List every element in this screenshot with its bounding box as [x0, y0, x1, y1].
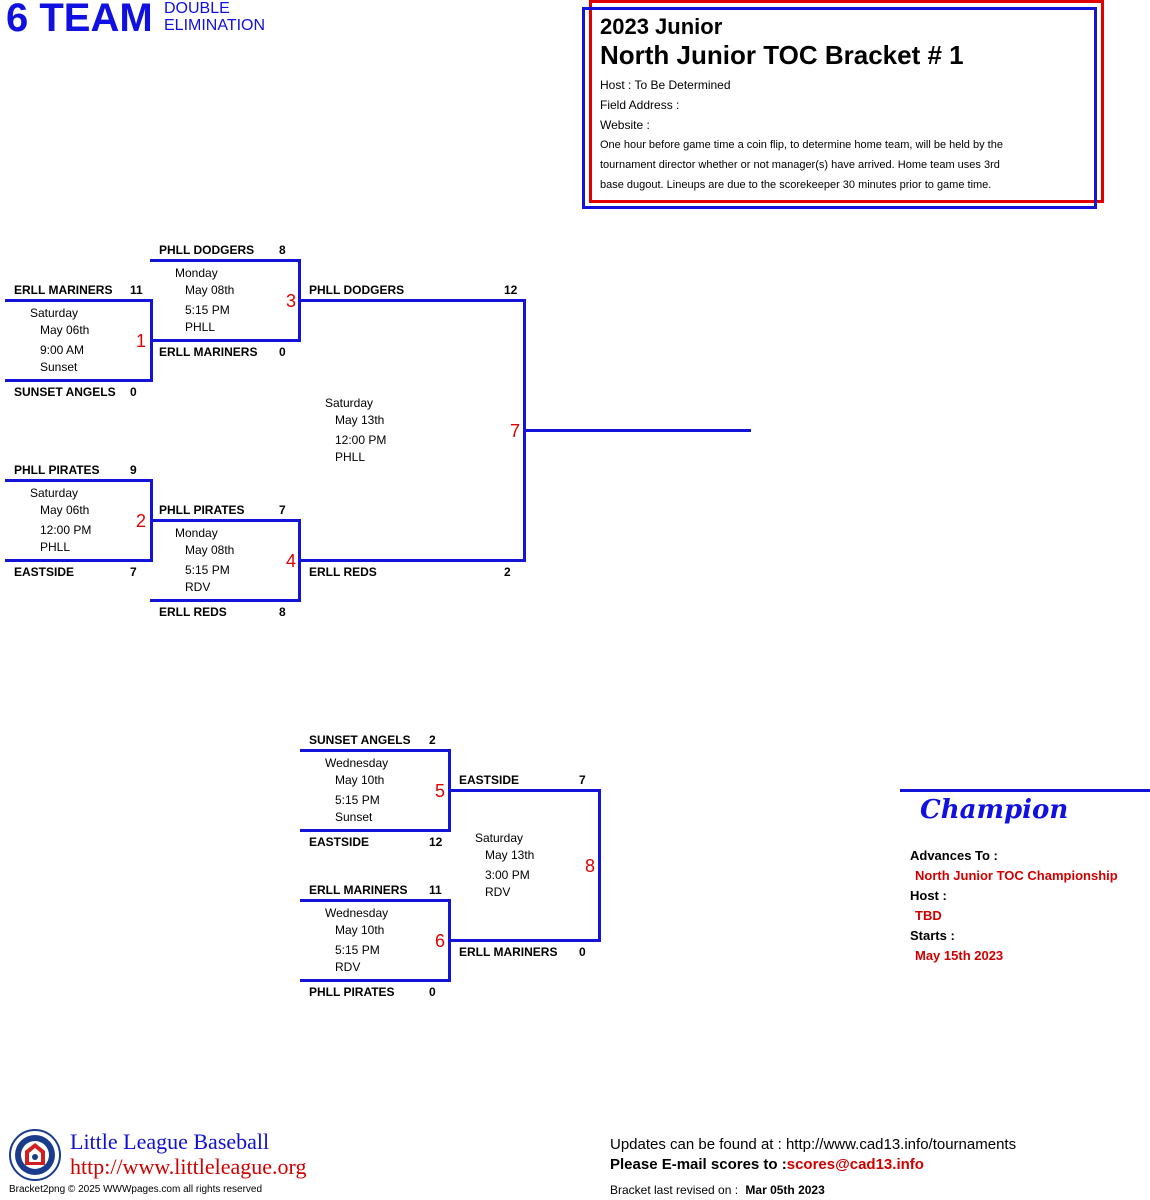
- rules-note-1: One hour before game time a coin flip, t…: [600, 139, 1003, 151]
- tournament-year: 2023 Junior: [600, 14, 723, 39]
- website-line: Website :: [600, 118, 650, 132]
- starts-value: May 15th 2023: [915, 948, 1004, 963]
- info-box-blue-border: [582, 7, 1097, 209]
- revised-label: Bracket last revised on :: [610, 1183, 739, 1197]
- game-3-top-score: 8: [279, 243, 286, 257]
- game-4-top-team: PHLL PIRATES: [159, 503, 245, 517]
- game-6-number: 6: [435, 931, 446, 951]
- little-league-url[interactable]: http://www.littleleague.org: [70, 1154, 307, 1179]
- game-6-top-team: ERLL MARINERS: [309, 883, 408, 897]
- copyright-notice: Bracket2png © 2025 WWWpages.com all righ…: [9, 1184, 263, 1195]
- champion-title: Champion: [920, 795, 1069, 825]
- game-3-details: Monday May 08th 5:15 PM PHLL: [175, 266, 235, 334]
- game-6-bottom-team: PHLL PIRATES: [309, 985, 395, 999]
- game-5-details: Wednesday May 10th 5:15 PM Sunset: [325, 756, 389, 824]
- game-6-bottom-score: 0: [429, 985, 436, 999]
- game-5-number: 5: [435, 781, 446, 801]
- game-8-top-team: EASTSIDE: [459, 773, 520, 787]
- game-1-bottom-score: 0: [130, 385, 137, 399]
- game-5-top-score: 2: [429, 733, 436, 747]
- game-4-number: 4: [286, 551, 297, 571]
- game-5-bottom-score: 12: [429, 835, 443, 849]
- advances-to-value: North Junior TOC Championship: [915, 868, 1118, 883]
- game-7-bottom-score: 2: [504, 565, 511, 579]
- bracket-type-subtitle-2: ELIMINATION: [164, 17, 266, 34]
- game-3-bottom-team: ERLL MARINERS: [159, 345, 258, 359]
- game-8-number: 8: [585, 856, 596, 876]
- game-2-bottom-score: 7: [130, 565, 137, 579]
- game-8-bottom-team: ERLL MARINERS: [459, 945, 558, 959]
- game-8-bottom-score: 0: [579, 945, 586, 959]
- game-3-number: 3: [286, 291, 297, 311]
- game-1-top-score: 11: [130, 283, 143, 297]
- bracket-type-subtitle-1: DOUBLE: [164, 0, 230, 17]
- bracket-type-title: 6 TEAM: [6, 0, 153, 40]
- little-league-name: Little League Baseball: [70, 1129, 270, 1154]
- game-8-top-score: 7: [579, 773, 586, 787]
- game-6-details: Wednesday May 10th 5:15 PM RDV: [325, 906, 389, 974]
- game-3-top-team: PHLL DODGERS: [159, 243, 255, 257]
- rules-note-3: base dugout. Lineups are due to the scor…: [600, 179, 992, 191]
- game-1-number: 1: [136, 331, 147, 351]
- game-7-details: Saturday May 13th 12:00 PM PHLL: [325, 396, 387, 464]
- game-1-top-team: ERLL MARINERS: [14, 283, 113, 297]
- advances-to-label: Advances To :: [910, 848, 998, 863]
- game-5-top-team: SUNSET ANGELS: [309, 733, 411, 747]
- little-league-logo: [9, 1129, 61, 1181]
- game-7-top-team: PHLL DODGERS: [309, 283, 405, 297]
- game-2-top-score: 9: [130, 463, 137, 477]
- game-2-bottom-team: EASTSIDE: [14, 565, 75, 579]
- game-1-details: Saturday May 06th 9:00 AM Sunset: [30, 306, 90, 374]
- game-7-bottom-team: ERLL REDS: [309, 565, 377, 579]
- email-label: Please E-mail scores to :: [610, 1156, 787, 1173]
- email-line: Please E-mail scores to :scores@cad13.in…: [610, 1156, 924, 1173]
- updates-line: Updates can be found at : http://www.cad…: [610, 1136, 1017, 1153]
- game-4-details: Monday May 08th 5:15 PM RDV: [175, 526, 235, 594]
- game-1-bottom-team: SUNSET ANGELS: [14, 385, 116, 399]
- revised-date: Mar 05th 2023: [745, 1183, 825, 1197]
- game-3-bottom-score: 0: [279, 345, 286, 359]
- game-4-top-score: 7: [279, 503, 286, 517]
- host-line: Host : To Be Determined: [600, 78, 731, 92]
- champion-host-label: Host :: [910, 888, 947, 903]
- field-address-line: Field Address :: [600, 98, 680, 112]
- game-7-top-score: 12: [504, 283, 518, 297]
- revised-line: Bracket last revised on : Mar 05th 2023: [610, 1183, 825, 1197]
- game-2-details: Saturday May 06th 12:00 PM PHLL: [30, 486, 92, 554]
- game-4-bottom-team: ERLL REDS: [159, 605, 227, 619]
- game-7-number: 7: [510, 421, 521, 441]
- email-link[interactable]: scores@cad13.info: [786, 1156, 924, 1173]
- starts-label: Starts :: [910, 928, 955, 943]
- game-5-bottom-team: EASTSIDE: [309, 835, 370, 849]
- game-8-details: Saturday May 13th 3:00 PM RDV: [475, 831, 535, 899]
- game-6-top-score: 11: [429, 883, 442, 897]
- info-box-red-border: [589, 0, 1104, 203]
- game-2-number: 2: [136, 511, 147, 531]
- rules-note-2: tournament director whether or not manag…: [600, 159, 1000, 171]
- game-2-top-team: PHLL PIRATES: [14, 463, 100, 477]
- tournament-title: North Junior TOC Bracket # 1: [600, 40, 964, 70]
- game-4-bottom-score: 8: [279, 605, 286, 619]
- champion-host-value: TBD: [915, 908, 942, 923]
